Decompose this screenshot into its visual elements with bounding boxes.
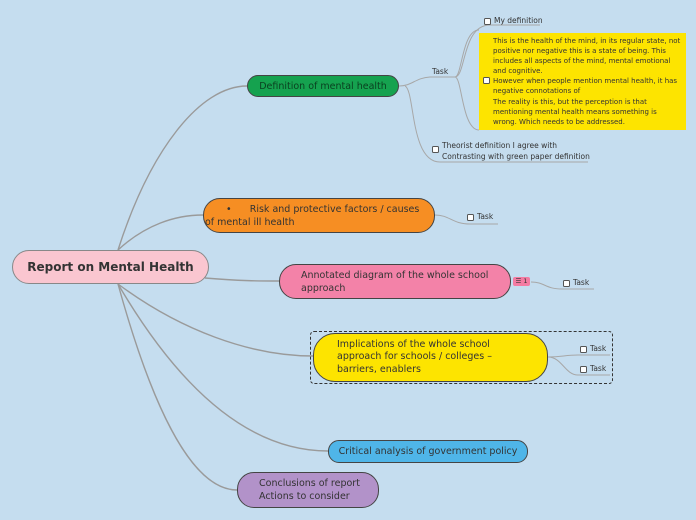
branch-implications-text: Implications of the whole school approac… [337, 339, 492, 377]
note-line: and cognitive. [493, 67, 543, 76]
risk-task-label: Task [477, 212, 494, 221]
definition-task-label[interactable]: Task [432, 67, 449, 76]
implications-boundary [310, 331, 613, 384]
checkbox-icon[interactable] [580, 345, 587, 353]
implications-task-item[interactable]: Task [580, 344, 606, 353]
branch-definition[interactable]: Definition of mental health [247, 75, 399, 97]
note-line: wrong. Which needs to be addressed. [493, 117, 625, 126]
branch-implications[interactable]: Implications of the whole school approac… [313, 333, 548, 382]
branch-conclusions[interactable]: Conclusions of report Actions to conside… [237, 472, 379, 508]
link-definition [117, 85, 248, 251]
branch-risk-text: • Risk and protective factors / causes o… [205, 203, 420, 229]
implications-task-label: Task [590, 364, 607, 373]
my-definition-label: My definition [494, 16, 543, 25]
link-implications [117, 283, 314, 357]
link-task-mydef [454, 24, 540, 78]
checkbox-icon[interactable] [432, 146, 439, 153]
note-line: mentioning mental health means something… [493, 107, 657, 116]
theorist-item[interactable]: Theorist definition I agree with Contras… [432, 140, 590, 162]
note-line: negative connotations of [493, 87, 581, 96]
branch-implications-line1: Implications of the whole school [337, 338, 490, 350]
theorist-text: Theorist definition I agree with Contras… [442, 140, 590, 162]
definition-note[interactable]: This is the health of the mind, in its r… [479, 33, 686, 130]
link-task-note [454, 76, 480, 131]
link-impl-task1 [547, 354, 610, 358]
link-conclusions [117, 283, 238, 491]
branch-critical[interactable]: Critical analysis of government policy [328, 440, 528, 463]
implications-task-label: Task [590, 344, 607, 353]
branch-conclusions-text: Conclusions of report Actions to conside… [259, 477, 360, 503]
risk-task-item[interactable]: Task [467, 212, 493, 221]
link-def-theorist [404, 85, 588, 163]
note-line: This is the health of the mind, in its r… [493, 37, 681, 45]
diagram-task-label: Task [573, 278, 590, 287]
link-diagram-task [530, 281, 594, 290]
branch-conclusions-line2: Actions to consider [259, 491, 350, 502]
checkbox-icon[interactable] [563, 279, 570, 287]
branch-diagram[interactable]: Annotated diagram of the whole school ap… [279, 264, 511, 299]
note-line: positive nor negative this is a state of… [493, 47, 666, 56]
bullet: • [226, 203, 232, 215]
link-def-task [398, 76, 455, 87]
branch-risk-line2: of mental ill health [205, 216, 295, 228]
branch-implications-line2: approach for schools / colleges – [337, 351, 492, 363]
diagram-task-item[interactable]: Task [563, 278, 589, 287]
implications-task-item[interactable]: Task [580, 364, 606, 373]
branch-implications-line3: barriers, enablers [337, 363, 421, 375]
link-task-note-top [454, 29, 480, 78]
branch-conclusions-line1: Conclusions of report [259, 478, 360, 489]
checkbox-icon[interactable] [467, 213, 474, 221]
branch-critical-label: Critical analysis of government policy [338, 446, 518, 457]
branch-diagram-line2: approach [301, 282, 346, 294]
notes-badge[interactable]: ☰ 1 [513, 277, 530, 286]
branch-diagram-text: Annotated diagram of the whole school ap… [301, 269, 488, 295]
branch-diagram-line1: Annotated diagram of the whole school [301, 269, 489, 281]
theorist-line2: Contrasting with green paper definition [442, 152, 590, 161]
note-line: includes all aspects of the mind, mental… [493, 57, 671, 66]
theorist-line1: Theorist definition I agree with [442, 141, 558, 150]
link-diagram [204, 277, 280, 282]
link-impl-task2 [547, 356, 610, 376]
note-line: However when people mention mental healt… [493, 77, 678, 86]
note-line: The reality is this, but the perception … [493, 97, 647, 106]
branch-risk[interactable]: • Risk and protective factors / causes o… [203, 198, 435, 233]
checkbox-icon[interactable] [483, 77, 490, 84]
central-topic-label: Report on Mental Health [27, 260, 194, 274]
branch-risk-line1: Risk and protective factors / causes [249, 203, 420, 215]
my-definition-item[interactable]: My definition [484, 16, 543, 25]
branch-definition-label: Definition of mental health [259, 80, 387, 92]
link-risk-task [434, 214, 498, 225]
link-critical [117, 283, 329, 452]
checkbox-icon[interactable] [580, 365, 587, 373]
central-topic[interactable]: Report on Mental Health [12, 250, 209, 284]
checkbox-icon[interactable] [484, 17, 491, 25]
link-risk [117, 214, 204, 251]
